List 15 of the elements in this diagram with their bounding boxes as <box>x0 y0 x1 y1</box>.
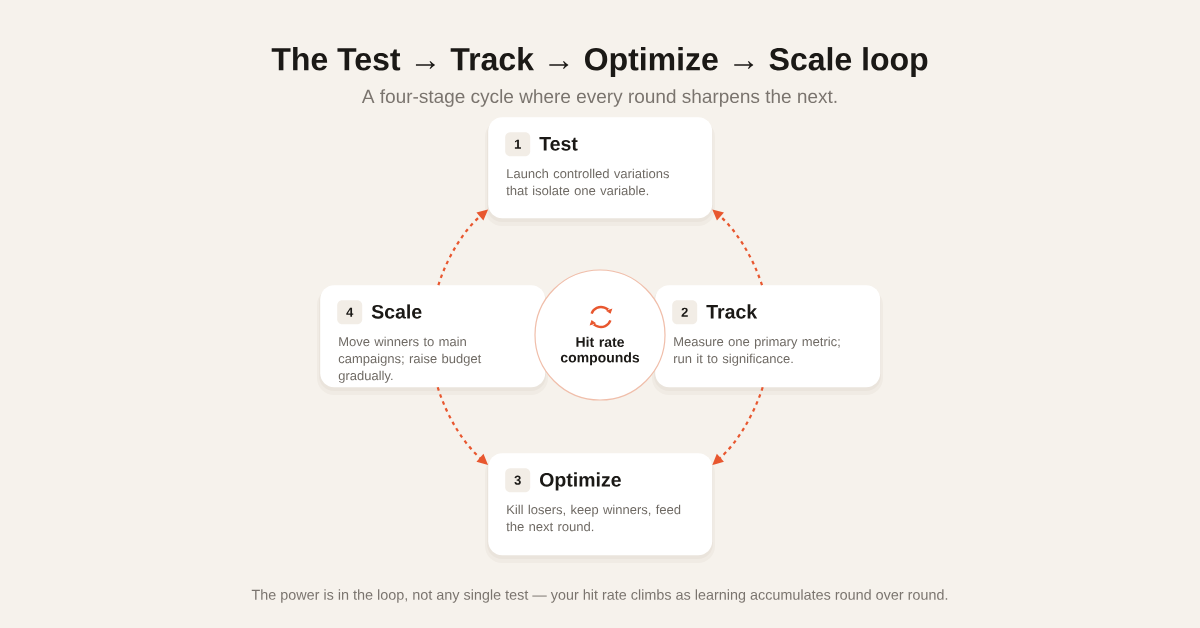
caption: The power is in the loop, not any single test — your hit rate climbs as learning accumulates round over round. <box>251 589 948 603</box>
card-text: Measure one primary metric; run it to significance. <box>674 336 840 366</box>
number-badge: 3 <box>505 468 531 493</box>
number-badge: 4 <box>337 300 363 325</box>
circle-label: Hit rate compounds <box>560 336 640 366</box>
card-text: Kill losers, keep winners, feed the next round. <box>506 504 681 532</box>
card-title: Scale <box>371 304 422 319</box>
card-title: Test <box>539 137 578 151</box>
number-badge: 1 <box>505 132 531 157</box>
card-title: Optimize <box>540 472 621 491</box>
title: The Test → Track → Optimize → Scale loop <box>271 47 928 77</box>
card-text: Move winners to main campaigns; raise budget gradually. <box>338 336 482 383</box>
number-badge: 2 <box>672 300 698 325</box>
card-title: Track <box>706 304 758 319</box>
card-text: Launch controlled variations that isolate one variable. <box>506 168 669 196</box>
